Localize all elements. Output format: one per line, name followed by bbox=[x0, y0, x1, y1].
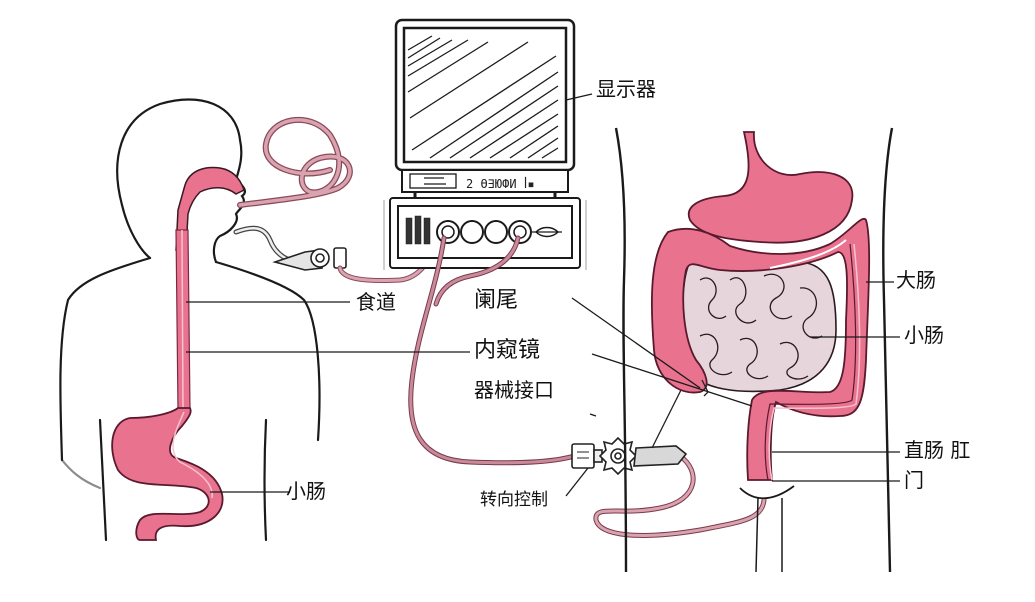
right-stomach bbox=[687, 131, 854, 244]
endoscope-tube-upper bbox=[233, 116, 353, 265]
steering-control-handle bbox=[571, 371, 691, 476]
label-rectum-anus-line1: 直肠 肛 bbox=[904, 438, 971, 462]
label-monitor: 显示器 bbox=[596, 77, 656, 101]
label-steering-control: 转向控制 bbox=[480, 490, 548, 510]
endoscope-cable-lower bbox=[408, 235, 767, 538]
pelvis-outline bbox=[739, 485, 795, 500]
label-instrument-port: 器械接口 bbox=[474, 378, 554, 402]
svg-text:2 Ө∃ЮФИ ꟾ▪: 2 Ө∃ЮФИ ꟾ▪ bbox=[466, 176, 535, 191]
right-abdomen-outline bbox=[614, 127, 894, 573]
left-human-figure bbox=[59, 98, 321, 542]
label-large-intestine: 大肠 bbox=[896, 268, 936, 292]
left-stomach-intestine bbox=[111, 407, 224, 541]
label-esophagus: 食道 bbox=[356, 290, 396, 314]
label-small-intestine-left: 小肠 bbox=[286, 479, 326, 503]
label-appendix: 阑尾 bbox=[474, 288, 519, 313]
label-endoscope: 内窥镜 bbox=[474, 338, 541, 363]
label-rectum-anus-line2: 门 bbox=[904, 468, 924, 492]
label-small-intestine-right: 小肠 bbox=[904, 323, 944, 347]
leader-lines bbox=[186, 281, 900, 497]
small-intestine-right bbox=[681, 257, 837, 393]
large-intestine bbox=[650, 217, 871, 481]
endoscope-handle-upper bbox=[272, 247, 347, 271]
esophagus-organ bbox=[175, 166, 245, 411]
monitor-device: 2 Ө∃ЮФИ ꟾ▪ bbox=[383, 18, 587, 270]
